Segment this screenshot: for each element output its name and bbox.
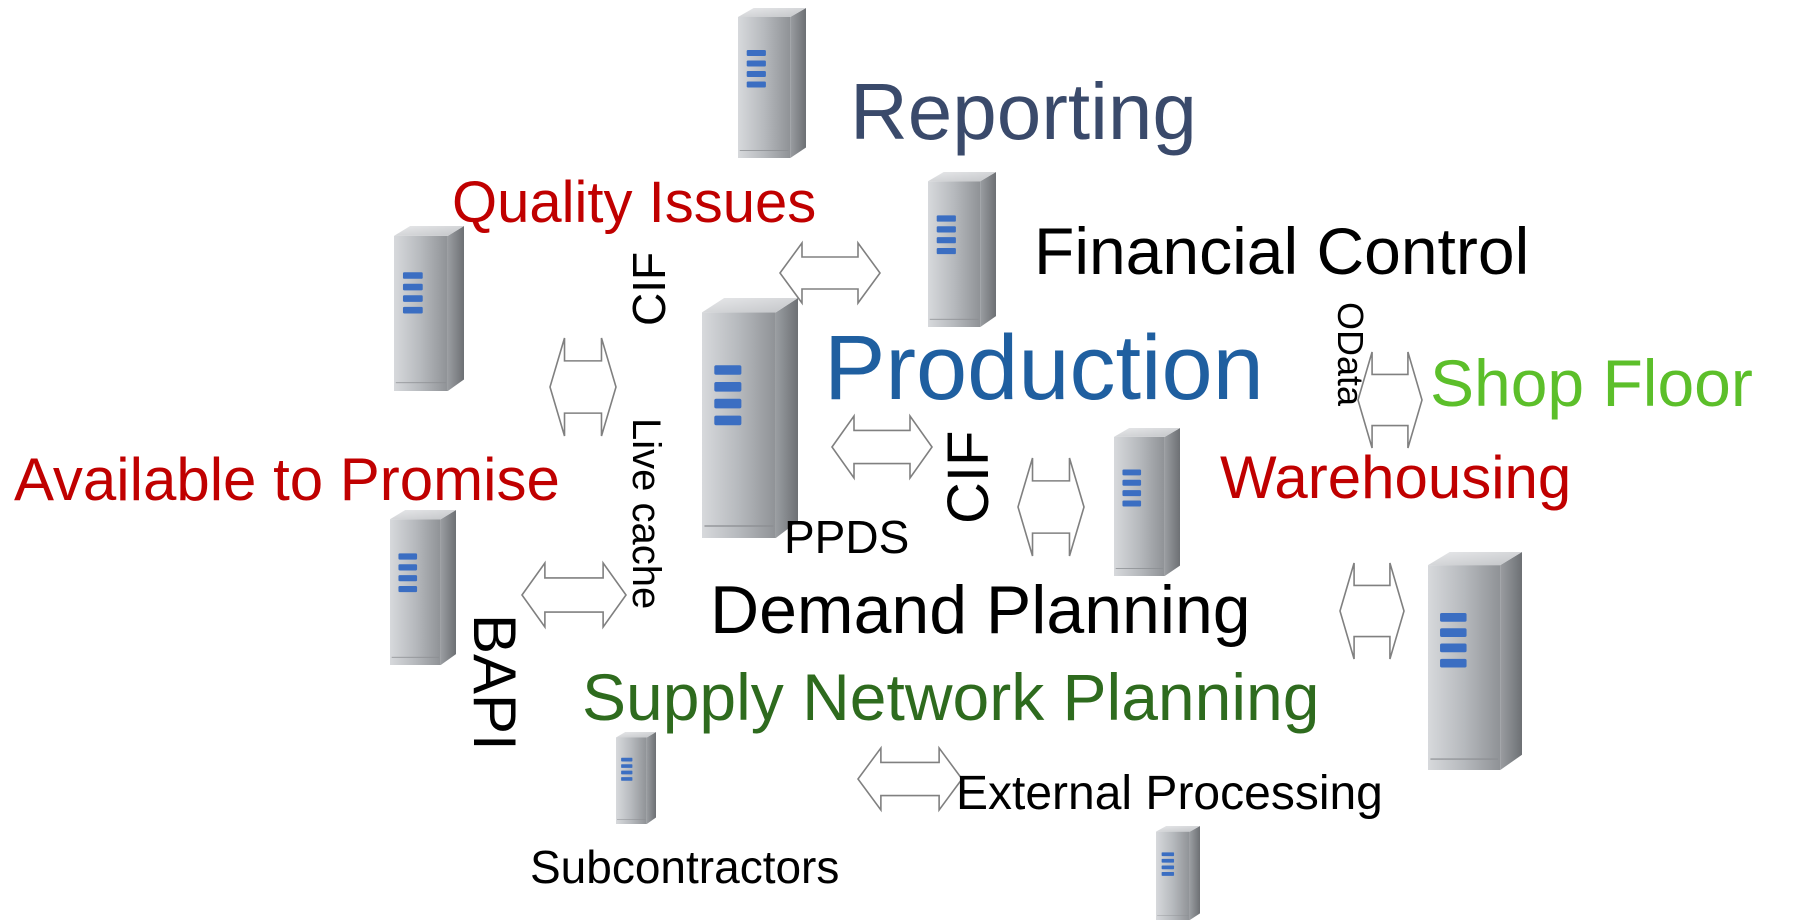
double-arrow-icon — [1338, 561, 1406, 661]
server-icon — [701, 297, 799, 539]
server-icon — [927, 171, 997, 328]
label-cif-middle: CIF — [936, 430, 1001, 524]
label-warehousing: Warehousing — [1220, 444, 1572, 511]
label-cif-top: CIF — [623, 251, 675, 326]
label-available-to-promise: Available to Promise — [14, 446, 560, 513]
server-icon — [389, 509, 457, 666]
server-icon — [615, 731, 657, 825]
double-arrow-icon — [779, 242, 881, 304]
label-reporting: Reporting — [850, 67, 1197, 156]
label-odata: OData — [1330, 302, 1371, 407]
double-arrow-icon — [831, 415, 933, 479]
double-arrow-icon — [548, 336, 618, 438]
label-bapi: BAPI — [461, 614, 528, 751]
server-icon — [1113, 427, 1181, 577]
label-subcontractors: Subcontractors — [530, 841, 840, 893]
double-arrow-icon — [521, 562, 627, 628]
label-quality-issues: Quality Issues — [452, 170, 817, 235]
server-icon — [393, 225, 465, 392]
label-live-cache: Live cache — [624, 418, 668, 610]
double-arrow-icon — [857, 747, 963, 811]
label-ppds: PPDS — [784, 511, 910, 563]
label-external-processing: External Processing — [956, 767, 1383, 820]
double-arrow-icon — [1016, 456, 1086, 558]
label-production: Production — [824, 317, 1264, 419]
server-icon — [737, 7, 807, 159]
label-demand-planning: Demand Planning — [710, 572, 1251, 648]
server-icon — [1427, 551, 1523, 771]
label-shop-floor: Shop Floor — [1430, 346, 1753, 420]
label-supply-network-planning: Supply Network Planning — [582, 660, 1320, 734]
label-financial-control: Financial Control — [1034, 214, 1530, 288]
server-icon — [1155, 825, 1201, 921]
